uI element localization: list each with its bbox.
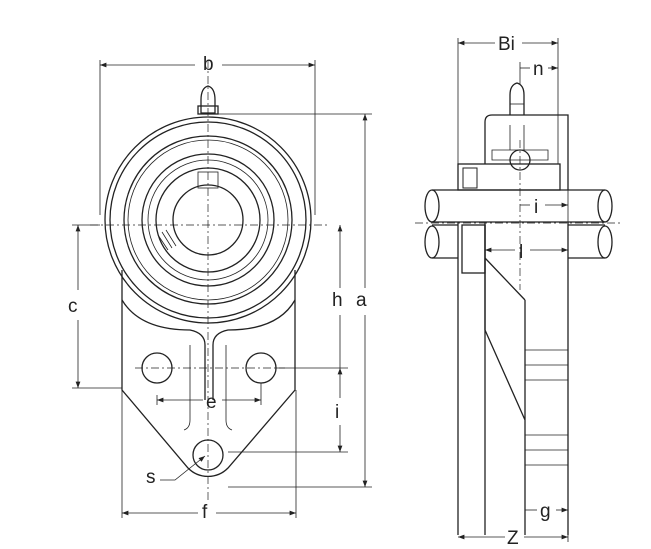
label-a: a xyxy=(356,290,367,311)
shaft-upper xyxy=(432,189,605,223)
label-b: b xyxy=(203,54,214,75)
flange-outline xyxy=(121,270,296,477)
shaft-lower xyxy=(432,224,605,259)
housing-body xyxy=(484,222,569,535)
housing-top xyxy=(484,114,569,190)
label-f: f xyxy=(202,502,208,523)
label-g: g xyxy=(540,501,551,522)
label-Bi: Bi xyxy=(498,34,515,55)
label-e: e xyxy=(206,392,217,413)
side-view xyxy=(415,82,620,535)
side-dimensions xyxy=(457,38,569,542)
label-n: n xyxy=(533,59,544,80)
label-i-side: i xyxy=(534,197,538,218)
label-Z: Z xyxy=(507,528,519,549)
front-view xyxy=(90,60,330,500)
label-l: l xyxy=(519,242,523,263)
grease-fitting-side xyxy=(509,82,525,150)
flange-web xyxy=(121,299,296,400)
inner-ring xyxy=(457,163,561,191)
front-dimensions xyxy=(72,60,372,518)
label-c: c xyxy=(68,296,78,317)
label-h: h xyxy=(332,290,343,311)
label-s: s xyxy=(146,467,156,488)
label-i-front: i xyxy=(335,402,339,423)
